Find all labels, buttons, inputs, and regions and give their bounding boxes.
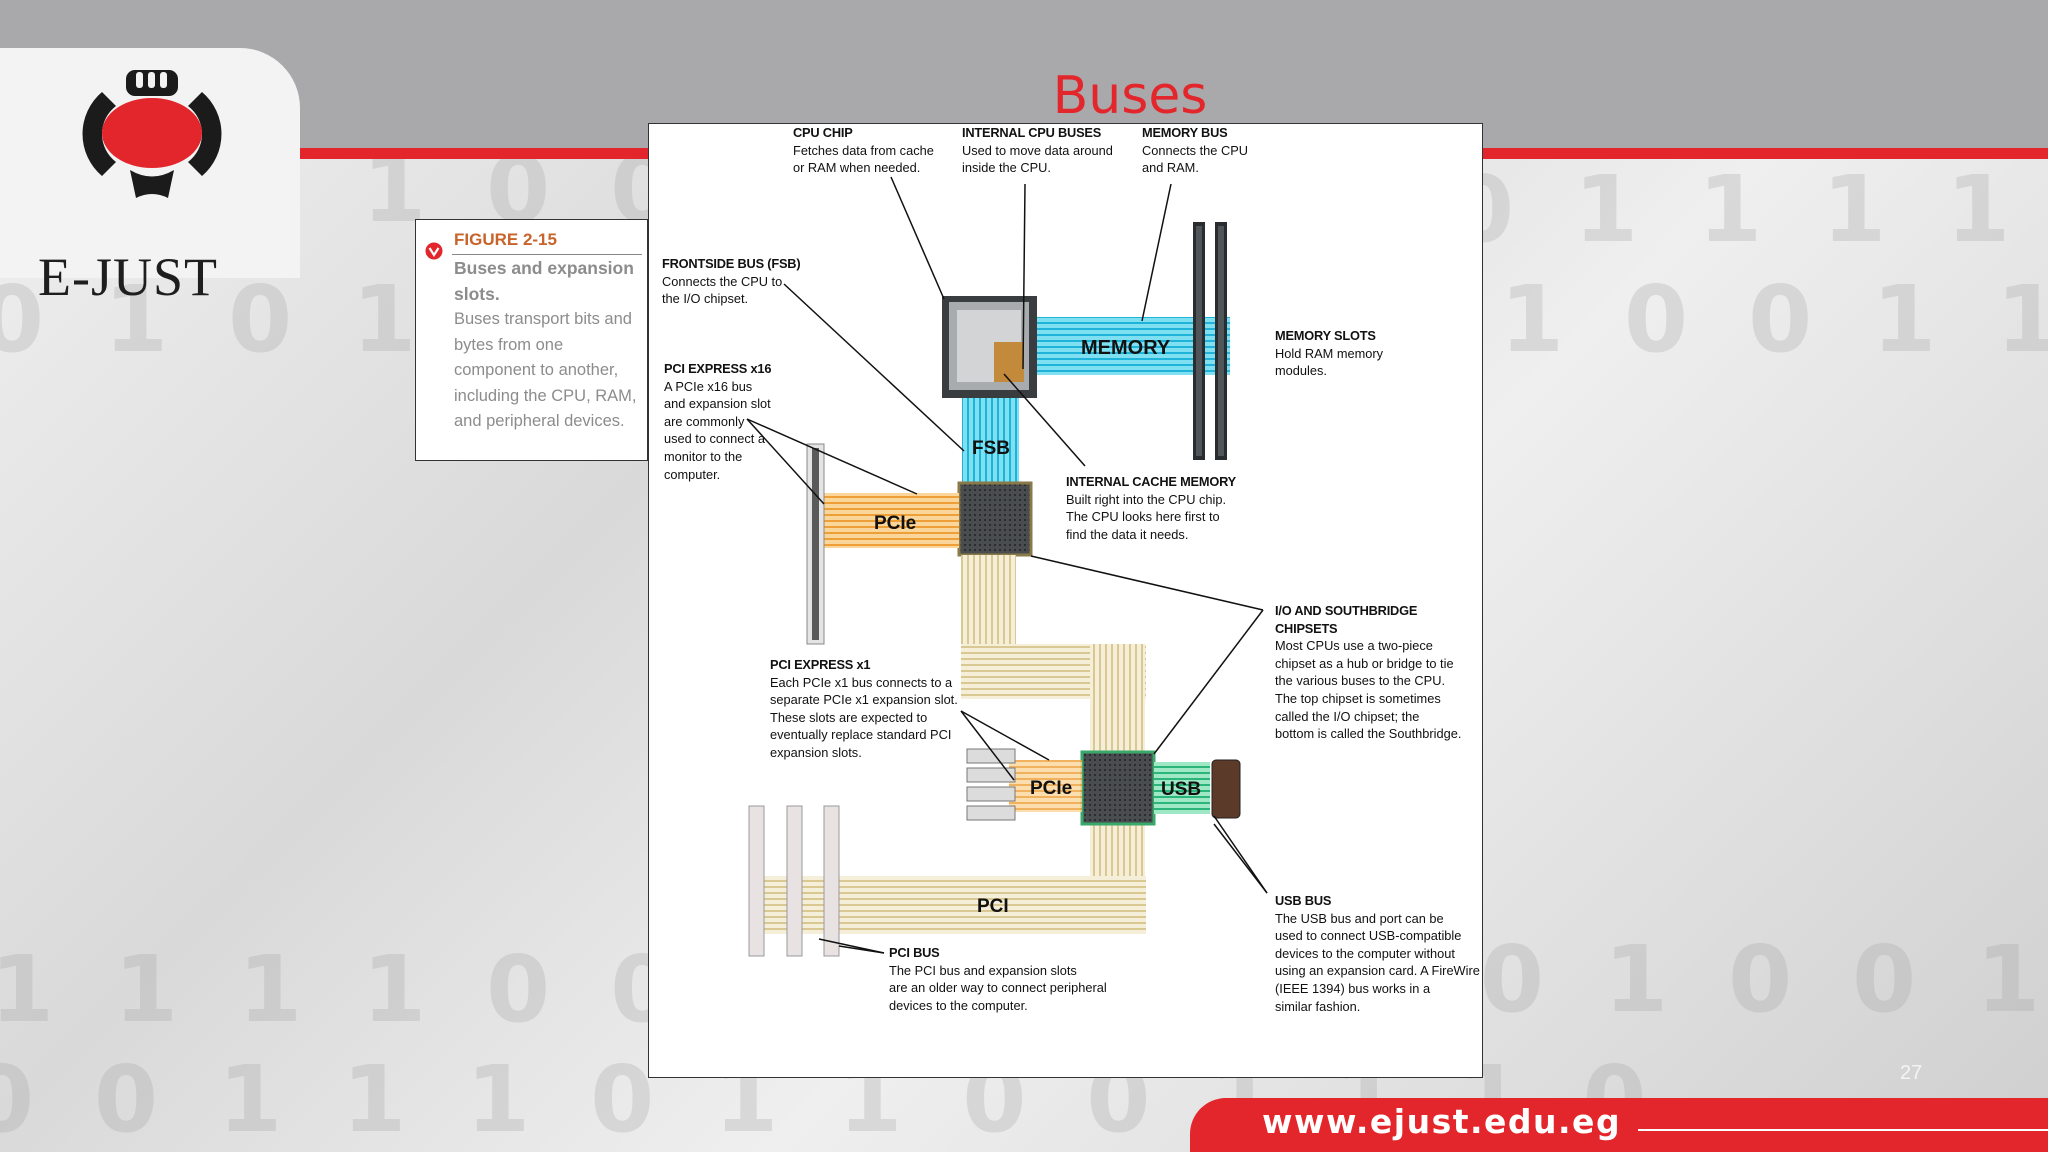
footer-line bbox=[1638, 1129, 2048, 1131]
ejust-emblem-icon bbox=[82, 70, 222, 198]
pcie-x16-label: PCIe bbox=[874, 513, 916, 534]
figure-number: FIGURE 2-15 bbox=[454, 230, 557, 249]
bus-diagram-graphic: MEMORY FSB PCIe PCIe bbox=[746, 176, 1268, 957]
pcie-x16-lines bbox=[815, 493, 959, 548]
figure-description: Buses transport bits and bytes from one … bbox=[454, 310, 637, 430]
bus-diagram: MEMORY FSB PCIe PCIe bbox=[648, 123, 1483, 1078]
fsb-label: FSB bbox=[972, 438, 1010, 459]
pci-slot-2 bbox=[786, 805, 803, 957]
figure-caption-box: FIGURE 2-15 Buses and expansion slots. B… bbox=[415, 219, 648, 461]
callout-io-southbridge: I/O AND SOUTHBRIDGE CHIPSETS Most CPUs u… bbox=[1275, 603, 1462, 742]
callout-leader-lines bbox=[746, 176, 1268, 954]
pci-slot-3 bbox=[823, 805, 840, 957]
io-chipset bbox=[957, 481, 1033, 557]
usb-port bbox=[1211, 759, 1241, 819]
callout-internal-cpu-buses: INTERNAL CPU BUSES Used to move data aro… bbox=[962, 125, 1113, 176]
callout-internal-cache: INTERNAL CACHE MEMORY Built right into t… bbox=[1066, 474, 1236, 542]
pci-slot-1 bbox=[748, 805, 765, 957]
pcie-x1-lines bbox=[1009, 760, 1082, 812]
footer-url: www.ejust.edu.eg bbox=[1262, 1102, 1622, 1141]
callout-pci-express-x1: PCI EXPRESS x1 Each PCIe x1 bus connects… bbox=[770, 657, 958, 760]
memory-label: MEMORY bbox=[1081, 337, 1171, 359]
check-badge-icon bbox=[425, 242, 443, 260]
usb-label: USB bbox=[1161, 779, 1201, 800]
fsb-lines bbox=[962, 398, 1019, 483]
usb-bus-lines bbox=[1154, 762, 1210, 814]
pcie-x1-label: PCIe bbox=[1030, 778, 1072, 799]
figure-subtitle: Buses and expansion slots. bbox=[454, 258, 634, 304]
pcie-x1-slot-2 bbox=[966, 767, 1016, 783]
logo-text: E-JUST bbox=[38, 247, 218, 307]
io-to-southbridge-bus-1 bbox=[961, 555, 1016, 660]
logo-card: E-JUST bbox=[0, 48, 300, 307]
pcie-x1-slot-4 bbox=[966, 805, 1016, 821]
footer-bar bbox=[1190, 1098, 2048, 1152]
pci-label: PCI bbox=[977, 896, 1009, 917]
pci-bus-lines bbox=[749, 876, 1146, 934]
pcie-x1-slot-3 bbox=[966, 786, 1016, 802]
caption-divider bbox=[452, 254, 642, 255]
slide-title: Buses bbox=[1052, 66, 1208, 126]
page-number: 27 bbox=[1900, 1062, 1923, 1084]
southbridge-chipset bbox=[1080, 750, 1156, 826]
